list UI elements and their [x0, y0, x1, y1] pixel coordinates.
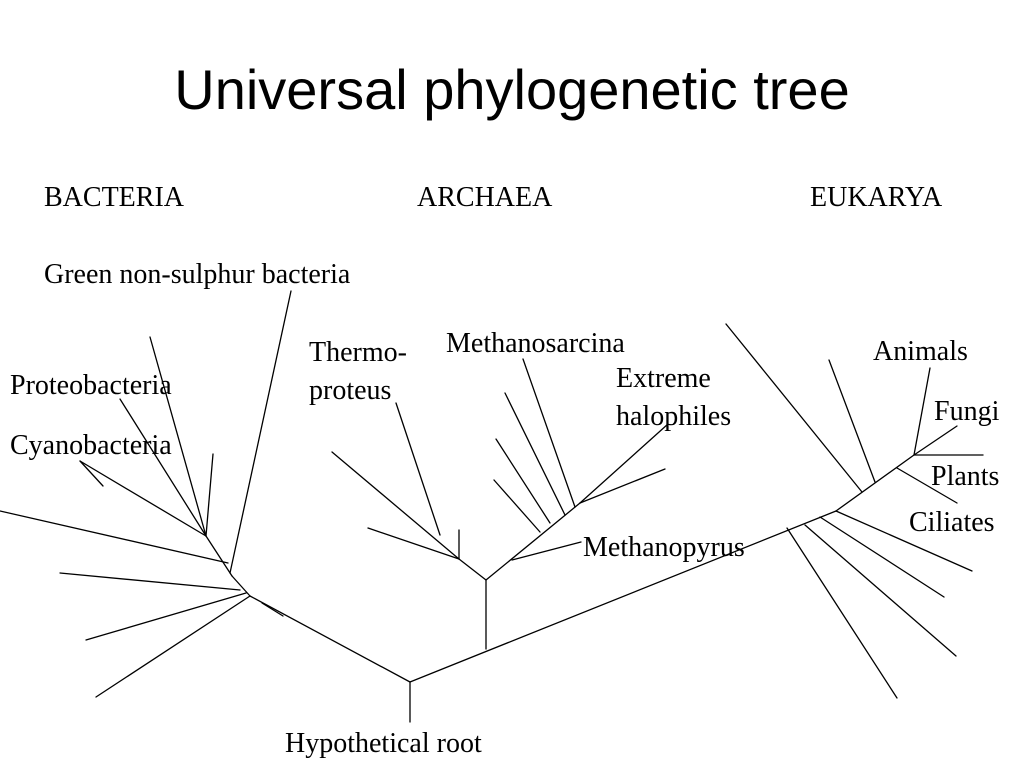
slide-title: Universal phylogenetic tree: [174, 58, 850, 121]
branch: [231, 575, 251, 597]
branch: [59, 572, 241, 591]
branch: [205, 453, 214, 537]
bacteria-branches: [0, 290, 292, 698]
label-green-non-sulphur-bacteria: Green non-sulphur bacteria: [44, 259, 351, 290]
branch: [261, 602, 284, 617]
label-hypothetical-root: Hypothetical root: [285, 728, 482, 759]
domain-label-eukarya: EUKARYA: [810, 182, 943, 213]
branch: [149, 336, 207, 537]
branch: [458, 558, 487, 581]
branch: [79, 460, 104, 487]
domain-label-bacteria: BACTERIA: [44, 182, 184, 213]
label-thermoproteus: Thermo- proteus: [309, 337, 407, 406]
branch: [493, 479, 541, 533]
branch-green-non-sulphur: [229, 290, 292, 574]
branch: [835, 510, 973, 572]
branch: [0, 510, 229, 564]
branch: [331, 451, 460, 560]
label-fungi: Fungi: [934, 396, 1000, 427]
trunk-to-eukarya-archaea: [409, 510, 837, 683]
label-methanosarcina: Methanosarcina: [446, 328, 625, 359]
domain-label-archaea: ARCHAEA: [417, 182, 553, 213]
eukarya-branches: [725, 323, 984, 699]
branch-thermoproteus: [395, 402, 441, 536]
branch-proteobacteria: [119, 398, 207, 537]
branch: [85, 592, 247, 641]
label-plants: Plants: [931, 461, 1000, 492]
branch-methanosarcina: [522, 358, 576, 508]
branch-animals: [913, 367, 931, 456]
branch: [804, 524, 957, 657]
branch: [367, 527, 460, 560]
branch-extreme-halophiles: [579, 423, 669, 504]
archaea-branches: [331, 358, 669, 581]
branch-cyanobacteria: [79, 460, 207, 537]
branch: [205, 535, 233, 577]
branch-fungi: [913, 425, 958, 456]
branch: [485, 502, 581, 581]
branch: [786, 527, 898, 699]
label-cyanobacteria: Cyanobacteria: [10, 430, 172, 461]
branch: [95, 595, 251, 698]
branch: [819, 516, 945, 598]
label-extreme-halophiles: Extreme halophiles: [616, 363, 732, 432]
label-proteobacteria: Proteobacteria: [10, 370, 172, 401]
branch-ciliates: [896, 467, 958, 504]
tree-trunk: [249, 510, 837, 723]
branch: [725, 323, 863, 493]
branch-methanopyrus: [511, 541, 582, 561]
branch: [828, 359, 876, 483]
branch: [504, 392, 566, 516]
label-animals: Animals: [873, 336, 968, 367]
trunk-to-bacteria: [249, 595, 411, 683]
branch: [835, 454, 915, 512]
label-ciliates: Ciliates: [909, 507, 995, 538]
branch: [495, 438, 551, 524]
branch: [579, 468, 666, 504]
